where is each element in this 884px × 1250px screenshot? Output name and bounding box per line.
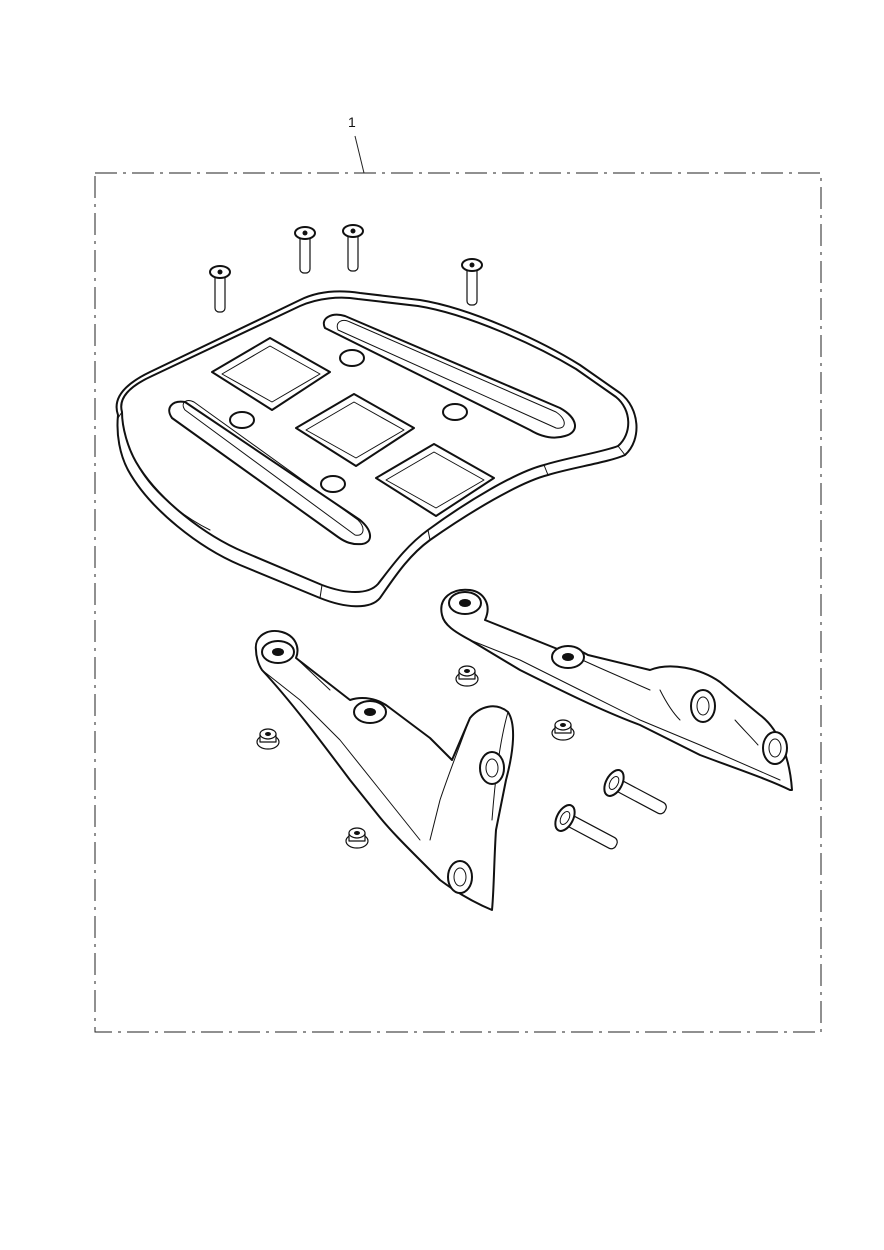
luggage-rack-plate	[115, 290, 638, 608]
mounting-bracket	[440, 588, 793, 791]
flange-nut	[256, 728, 280, 750]
mounting-bracket	[254, 630, 515, 911]
flange-nut	[345, 827, 369, 849]
callout-leader-line	[354, 135, 365, 174]
shoulder-bolt	[554, 804, 618, 850]
shoulder-bolt	[603, 769, 667, 815]
kit-boundary	[94, 172, 822, 1033]
countersunk-bolt	[342, 224, 364, 272]
countersunk-bolt	[294, 226, 316, 274]
countersunk-bolt	[461, 258, 483, 306]
flange-nut	[551, 719, 575, 741]
flange-nut	[455, 665, 479, 687]
countersunk-bolt	[209, 265, 231, 313]
callout-number: 1	[348, 114, 356, 130]
